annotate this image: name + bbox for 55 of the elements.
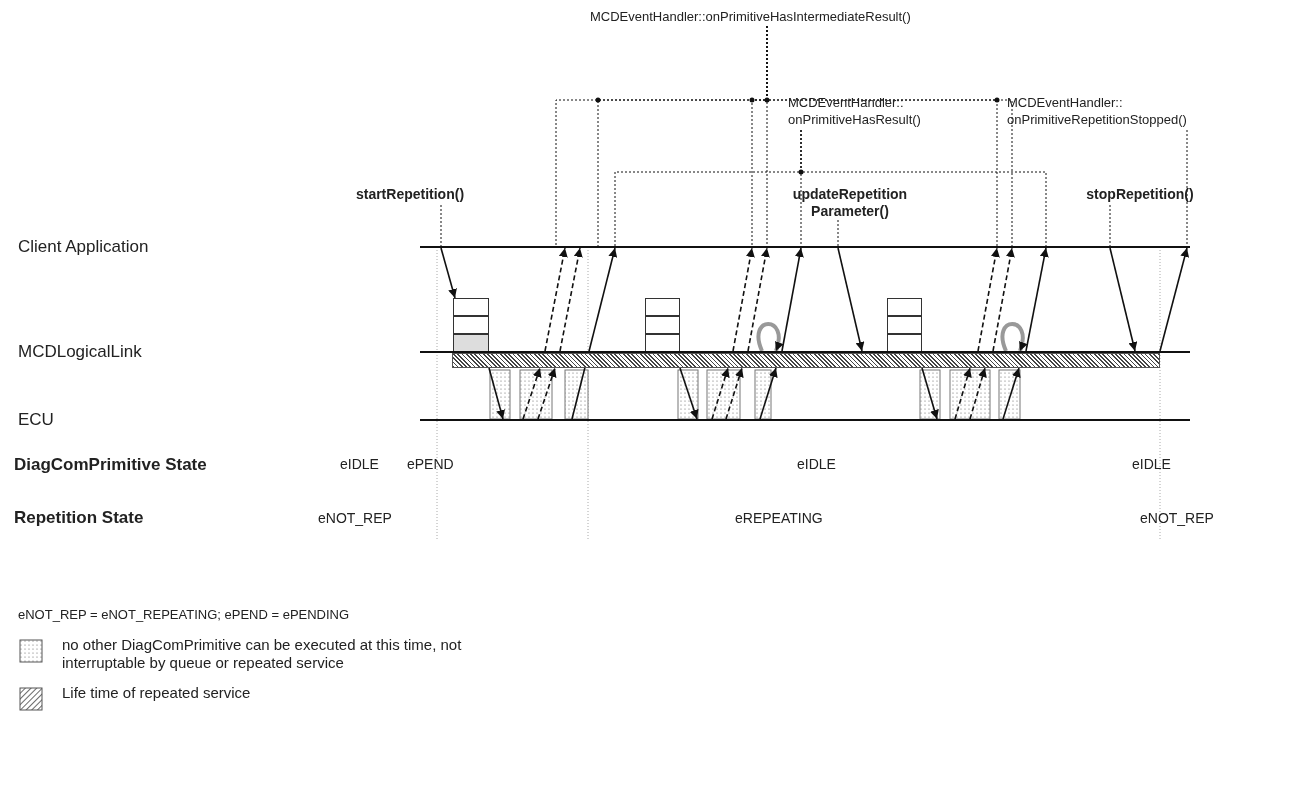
- arrow: [1025, 247, 1049, 352]
- arrow: [1159, 247, 1190, 352]
- lifeline: [420, 246, 1190, 248]
- leader-line: [1186, 129, 1188, 247]
- state-label: eIDLE: [340, 456, 379, 472]
- arrow: [544, 247, 568, 352]
- leader-line: [440, 204, 442, 247]
- state-label: eNOT_REP: [318, 510, 392, 526]
- legend-text: Life time of repeated service: [62, 684, 252, 702]
- arrow: [571, 247, 618, 420]
- leader-line: [800, 129, 1047, 247]
- callback-label: MCDEventHandler::onPrimitiveHasIntermediateResult(): [590, 8, 950, 26]
- arrow: [711, 367, 730, 420]
- lifeline-label: ECU: [18, 410, 54, 430]
- arrow: [977, 247, 1000, 352]
- arrow: [1109, 247, 1138, 352]
- arrow: [559, 247, 583, 352]
- arrow: [992, 247, 1015, 352]
- callback-label: MCDEventHandler:: onPrimitiveHasResult(): [788, 94, 968, 130]
- arrow: [725, 367, 744, 420]
- method-call-label: stopRepetition(): [1085, 186, 1195, 205]
- method-call-label: updateRepetition Parameter(): [790, 186, 910, 220]
- state-label: eNOT_REP: [1140, 510, 1214, 526]
- queue-stack: [453, 298, 489, 351]
- loop-arrow: [756, 322, 783, 352]
- state-label: eIDLE: [797, 456, 836, 472]
- arrow: [837, 247, 865, 352]
- row-heading: DiagComPrimitive State: [14, 455, 207, 475]
- arrow: [781, 247, 804, 352]
- arrow: [759, 367, 778, 420]
- arrow: [732, 247, 755, 352]
- callback-label: MCDEventHandler:: onPrimitiveRepetitionStopped(): [1007, 94, 1207, 130]
- leader-line: [837, 219, 839, 247]
- state-label: eIDLE: [1132, 456, 1171, 472]
- arrow: [537, 367, 557, 420]
- legend-text: no other DiagComPrimitive can be executed at this time, not interruptable by queue or repeated service: [62, 636, 463, 672]
- state-label: ePEND: [407, 456, 454, 472]
- arrow: [954, 367, 972, 420]
- note-text: eNOT_REP = eNOT_REPEATING; ePEND = ePENDING: [18, 607, 350, 622]
- row-heading: Repetition State: [14, 508, 144, 528]
- arrow: [969, 367, 987, 420]
- arrow: [747, 247, 770, 352]
- loop-arrow: [1000, 322, 1027, 352]
- lifeline-label: MCDLogicalLink: [18, 342, 142, 362]
- lifeline-label: Client Application: [18, 237, 149, 257]
- arrow: [522, 367, 542, 420]
- leader-line: [1109, 204, 1111, 247]
- queue-stack: [887, 298, 922, 351]
- queue-stack: [645, 298, 680, 351]
- lifetime-bar: [452, 353, 1160, 368]
- method-call-label: startRepetition(): [345, 186, 475, 205]
- lifeline: [420, 419, 1190, 421]
- state-label: eREPEATING: [735, 510, 823, 526]
- arrow: [440, 247, 457, 299]
- lifeline: [420, 351, 1190, 353]
